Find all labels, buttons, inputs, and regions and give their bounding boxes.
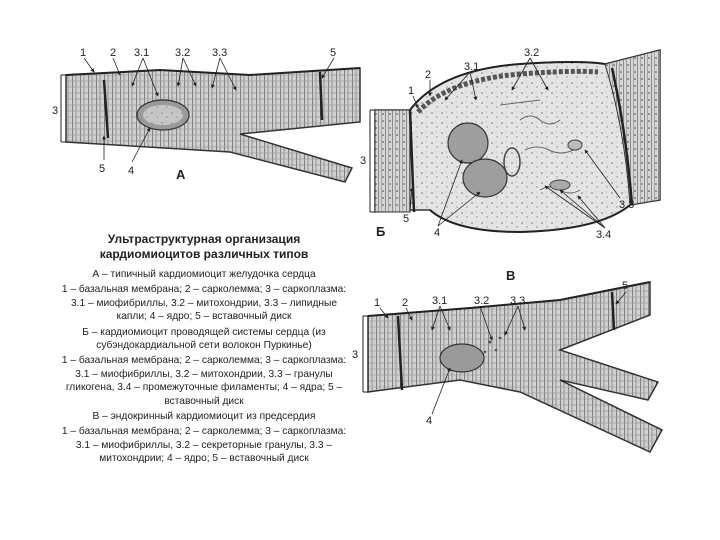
legend-b-text: 1 – базальная мембрана; 2 – сарколемма; … [56, 354, 352, 408]
panel-v-letter: В [506, 268, 515, 283]
panel-b-label-4: 4 [434, 227, 440, 239]
panel-b-letter: Б [376, 224, 385, 239]
panel-a-label-5: 5 [330, 47, 336, 59]
panel-v-drawing: 1 2 3.1 3.2 3.3 5 3 4 В [352, 268, 662, 452]
panel-v-label-4: 4 [426, 415, 432, 427]
panel-b-label-3: 3 [360, 155, 366, 167]
panel-b-label-3-1: 3.1 [464, 61, 479, 73]
panel-v-label-3-1: 3.1 [432, 295, 447, 307]
panel-v-label-3-2: 3.2 [474, 295, 489, 307]
legend-b-title: Б – кардиомиоцит проводящей системы серд… [56, 326, 352, 353]
panel-b-drawing: 3.1 3.2 2 1 3 5 4 3.3 3.4 Б [360, 47, 660, 241]
panel-a-drawing: 1 2 3.1 3.2 3.3 5 3 5 4 А [52, 47, 360, 182]
panel-a-label-3: 3 [52, 105, 58, 117]
legend-a-title: А – типичный кардиомиоцит желудочка серд… [56, 268, 352, 281]
panel-v-label-3: 3 [352, 349, 358, 361]
panel-a-label-2: 2 [110, 47, 116, 59]
panel-b-label-5: 5 [403, 213, 409, 225]
panel-a-label-3-1: 3.1 [134, 47, 149, 59]
panel-a-label-1: 1 [80, 47, 86, 59]
legend-v-text: 1 – базальная мембрана; 2 – сарколемма; … [56, 425, 352, 465]
panel-a-label-3-3: 3.3 [212, 47, 227, 59]
figure-title: Ультраструктурная организация кардиомиоц… [56, 232, 352, 262]
panel-v-label-3-3: 3.3 [510, 295, 525, 307]
panel-b-label-3-3: 3.3 [619, 199, 634, 211]
panel-b-label-3-2: 3.2 [524, 47, 539, 59]
panel-a-label-4: 4 [128, 165, 134, 177]
legend-a-text: 1 – базальная мембрана; 2 – сарколемма; … [56, 283, 352, 323]
panel-v-label-2: 2 [402, 297, 408, 309]
panel-b-label-1: 1 [408, 85, 414, 97]
figure-caption: Ультраструктурная организация кардиомиоц… [56, 232, 352, 468]
legend-v-title: В – эндокринный кардиомиоцит из предсерд… [56, 410, 352, 423]
panel-a-label-3-2: 3.2 [175, 47, 190, 59]
panel-a-letter: А [176, 167, 186, 182]
panel-a-label-5-bottom: 5 [99, 163, 105, 175]
panel-v-label-5: 5 [622, 280, 628, 292]
panel-v-label-1: 1 [374, 297, 380, 309]
panel-b-label-3-4: 3.4 [596, 229, 611, 241]
panel-b-label-2: 2 [425, 69, 431, 81]
